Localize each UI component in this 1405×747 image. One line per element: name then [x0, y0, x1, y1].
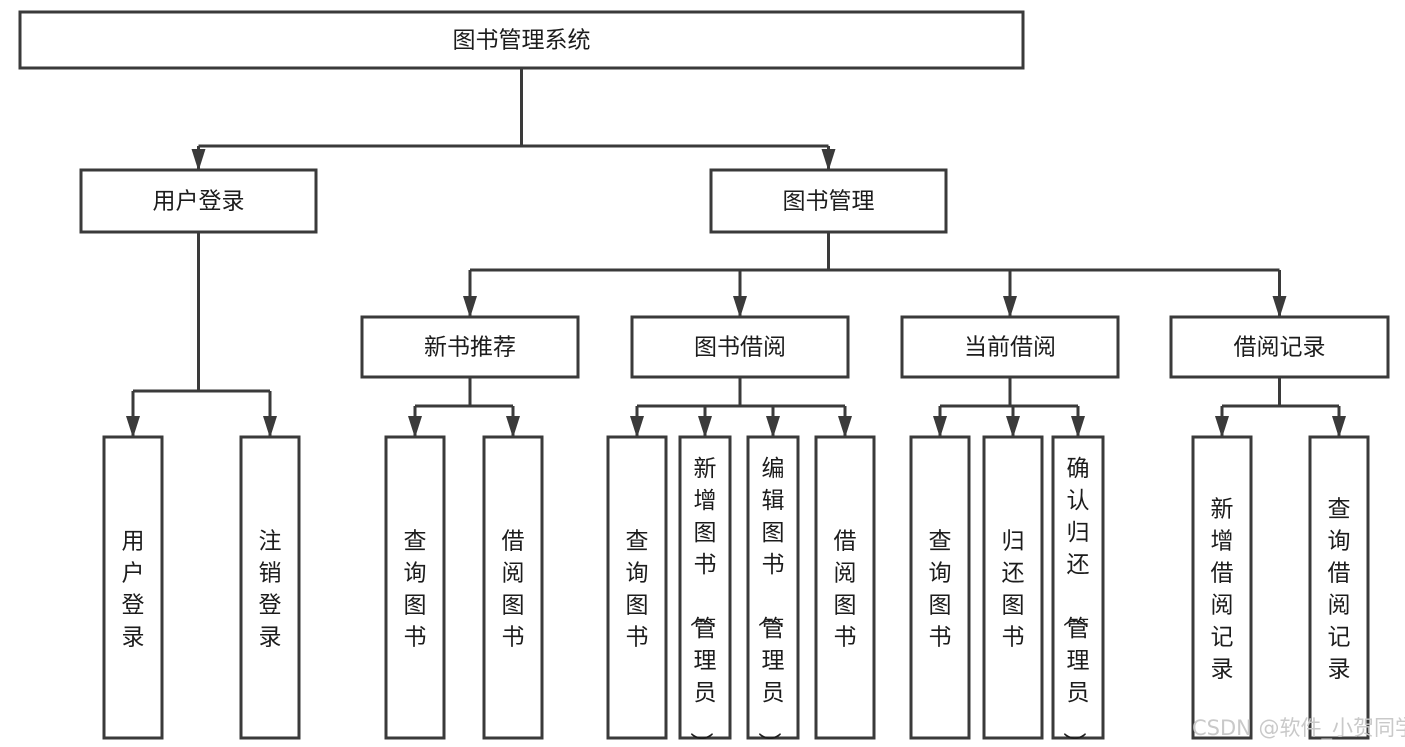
node-user-login[interactable]: 用户登录	[79, 168, 318, 234]
node-box-leaf-borrow-book	[814, 435, 876, 740]
arrow-icon-new-book-rec	[463, 296, 477, 318]
node-label-borrow-record: 借阅记录	[1234, 335, 1326, 361]
arrow-icon-leaf-borrow-book	[838, 416, 852, 438]
node-leaf-confirm-return[interactable]: 确认归还（管理员）	[1051, 435, 1105, 747]
node-label-leaf-add-record: 新增借阅记录	[1211, 496, 1234, 682]
node-leaf-return-book[interactable]: 归还图书	[982, 435, 1044, 740]
node-book-borrow[interactable]: 图书借阅	[630, 315, 850, 379]
node-box-leaf-borrow-book-rec	[482, 435, 544, 740]
node-label-book-manage: 图书管理	[783, 189, 875, 215]
node-leaf-query-record[interactable]: 查询借阅记录	[1308, 435, 1370, 740]
node-box-leaf-add-record	[1191, 435, 1253, 740]
node-borrow-record[interactable]: 借阅记录	[1169, 315, 1390, 379]
node-label-leaf-query-book-cur: 查询图书	[929, 528, 952, 650]
node-root[interactable]: 图书管理系统	[18, 10, 1025, 70]
node-label-current-borrow: 当前借阅	[964, 335, 1056, 361]
node-box-new-book-rec	[360, 315, 580, 379]
node-label-leaf-edit-book: 编辑图书（管理员）	[756, 456, 785, 747]
node-box-leaf-query-book-cur	[909, 435, 971, 740]
arrow-icon-leaf-user-login	[126, 416, 140, 438]
arrow-icon-book-manage	[821, 149, 836, 171]
node-box-leaf-add-book	[678, 435, 732, 740]
node-box-leaf-edit-book	[746, 435, 800, 740]
node-label-leaf-query-book-rec: 查询图书	[404, 528, 427, 650]
connector-layer	[126, 68, 1346, 438]
node-label-leaf-borrow-book: 借阅图书	[834, 528, 857, 650]
node-label-leaf-borrow-book-rec: 借阅图书	[502, 528, 525, 650]
node-box-leaf-query-book-borrow	[606, 435, 668, 740]
arrow-icon-leaf-borrow-book-rec	[506, 416, 520, 438]
csdn-watermark: CSDN @软件_小贺同学	[1192, 716, 1405, 741]
node-box-leaf-confirm-return	[1051, 435, 1105, 740]
node-leaf-query-book-rec[interactable]: 查询图书	[384, 435, 446, 740]
node-box-user-login	[79, 168, 318, 234]
node-leaf-query-book-cur[interactable]: 查询图书	[909, 435, 971, 740]
node-box-leaf-return-book	[982, 435, 1044, 740]
node-layer: 图书管理系统用户登录图书管理新书推荐图书借阅当前借阅借阅记录用户登录注销登录查询…	[18, 10, 1390, 747]
node-box-book-manage	[709, 168, 948, 234]
node-box-leaf-query-record	[1308, 435, 1370, 740]
node-label-leaf-confirm-return: 确认归还（管理员）	[1061, 456, 1090, 747]
node-label-leaf-user-logout: 注销登录	[259, 528, 282, 650]
node-label-root: 图书管理系统	[453, 28, 591, 54]
arrow-icon-current-borrow	[1003, 296, 1017, 318]
arrow-icon-leaf-return-book	[1006, 416, 1020, 438]
arrow-icon-book-borrow	[733, 296, 747, 318]
arrow-icon-leaf-query-book-cur	[933, 416, 947, 438]
node-label-leaf-query-record: 查询借阅记录	[1328, 496, 1351, 682]
arrow-icon-leaf-query-book-rec	[408, 416, 422, 438]
node-label-leaf-user-login: 用户登录	[122, 528, 145, 650]
node-box-book-borrow	[630, 315, 850, 379]
node-leaf-add-book[interactable]: 新增图书（管理员）	[678, 435, 732, 747]
node-label-leaf-add-book: 新增图书（管理员）	[688, 456, 717, 747]
node-current-borrow[interactable]: 当前借阅	[900, 315, 1120, 379]
node-box-leaf-query-book-rec	[384, 435, 446, 740]
node-leaf-borrow-book[interactable]: 借阅图书	[814, 435, 876, 740]
arrow-icon-leaf-query-book-borrow	[630, 416, 644, 438]
arrow-icon-leaf-confirm-return	[1071, 416, 1085, 438]
node-box-leaf-user-logout	[239, 435, 301, 740]
arrow-icon-leaf-user-logout	[263, 416, 277, 438]
node-book-manage[interactable]: 图书管理	[709, 168, 948, 234]
arrow-icon-leaf-add-record	[1215, 416, 1229, 438]
node-leaf-edit-book[interactable]: 编辑图书（管理员）	[746, 435, 800, 747]
node-leaf-user-logout[interactable]: 注销登录	[239, 435, 301, 740]
node-new-book-rec[interactable]: 新书推荐	[360, 315, 580, 379]
node-box-root	[18, 10, 1025, 70]
node-label-book-borrow: 图书借阅	[694, 335, 786, 361]
node-box-current-borrow	[900, 315, 1120, 379]
arrow-icon-leaf-edit-book	[766, 416, 780, 438]
node-leaf-user-login[interactable]: 用户登录	[102, 435, 164, 740]
arrow-icon-user-login	[191, 149, 206, 171]
node-leaf-add-record[interactable]: 新增借阅记录	[1191, 435, 1253, 740]
node-label-leaf-query-book-borrow: 查询图书	[626, 528, 649, 650]
arrow-icon-leaf-add-book	[698, 416, 712, 438]
node-box-borrow-record	[1169, 315, 1390, 379]
node-leaf-borrow-book-rec[interactable]: 借阅图书	[482, 435, 544, 740]
node-label-new-book-rec: 新书推荐	[424, 335, 516, 361]
node-label-user-login: 用户登录	[153, 189, 245, 215]
arrow-icon-leaf-query-record	[1332, 416, 1346, 438]
node-box-leaf-user-login	[102, 435, 164, 740]
arrow-icon-borrow-record	[1272, 296, 1287, 318]
node-leaf-query-book-borrow[interactable]: 查询图书	[606, 435, 668, 740]
node-label-leaf-return-book: 归还图书	[1002, 528, 1025, 650]
